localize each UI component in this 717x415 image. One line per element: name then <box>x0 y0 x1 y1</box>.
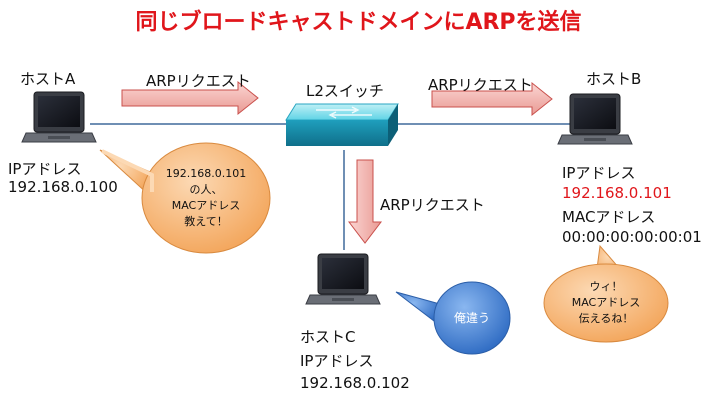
bubble-line: 教えて！ <box>184 215 228 228</box>
host-c-ip-label: IPアドレス <box>300 352 374 370</box>
l2-switch-icon <box>285 103 399 146</box>
bubble-text-host-c: 俺違う <box>440 304 504 332</box>
bubble-text-host-b: ウィ！ MACアドレス 伝えるね！ <box>552 274 660 332</box>
bubble-line: ウィ！ <box>589 280 623 293</box>
bubble-line: 伝えるね！ <box>578 312 634 325</box>
speech-bubble-host-a <box>99 142 271 254</box>
arrow-label-switch-to-c: ARPリクエスト <box>380 196 485 214</box>
host-b-ip: 192.168.0.101 <box>562 184 672 202</box>
arrow-label-a-to-switch: ARPリクエスト <box>146 72 251 90</box>
host-c-name: ホストC <box>300 328 356 346</box>
host-b-mac: 00:00:00:00:00:01 <box>562 228 702 246</box>
bubble-line: の人、 <box>189 183 223 196</box>
bubble-line: MACアドレス <box>171 199 241 212</box>
host-b-mac-label: MACアドレス <box>562 208 656 226</box>
laptop-icon <box>305 253 381 305</box>
bubble-line: MACアドレス <box>571 296 641 309</box>
host-a-ip: 192.168.0.100 <box>8 178 118 196</box>
laptop-icon <box>21 91 97 143</box>
host-a-ip-label: IPアドレス <box>8 160 82 178</box>
bubble-line: 192.168.0.101 <box>165 167 247 180</box>
arrow-a-to-switch <box>121 80 259 116</box>
bubble-line: 俺違う <box>453 311 490 325</box>
speech-bubble-host-b <box>543 244 669 343</box>
arrow-switch-to-c <box>347 159 383 244</box>
laptop-icon <box>557 93 633 145</box>
arrow-switch-to-b <box>431 81 553 117</box>
bubble-text-host-a: 192.168.0.101 の人、 MACアドレス 教えて！ <box>150 152 262 244</box>
host-b-ip-label: IPアドレス <box>562 164 636 182</box>
host-b-name: ホストB <box>586 70 642 88</box>
diagram-title: 同じブロードキャストドメインにARPを送信 <box>135 10 582 35</box>
switch-label: L2スイッチ <box>306 82 384 100</box>
host-a-name: ホストA <box>20 70 76 88</box>
arrow-label-switch-to-b: ARPリクエスト <box>428 76 533 94</box>
speech-bubble-host-c <box>395 281 511 355</box>
host-c-ip: 192.168.0.102 <box>300 374 410 392</box>
